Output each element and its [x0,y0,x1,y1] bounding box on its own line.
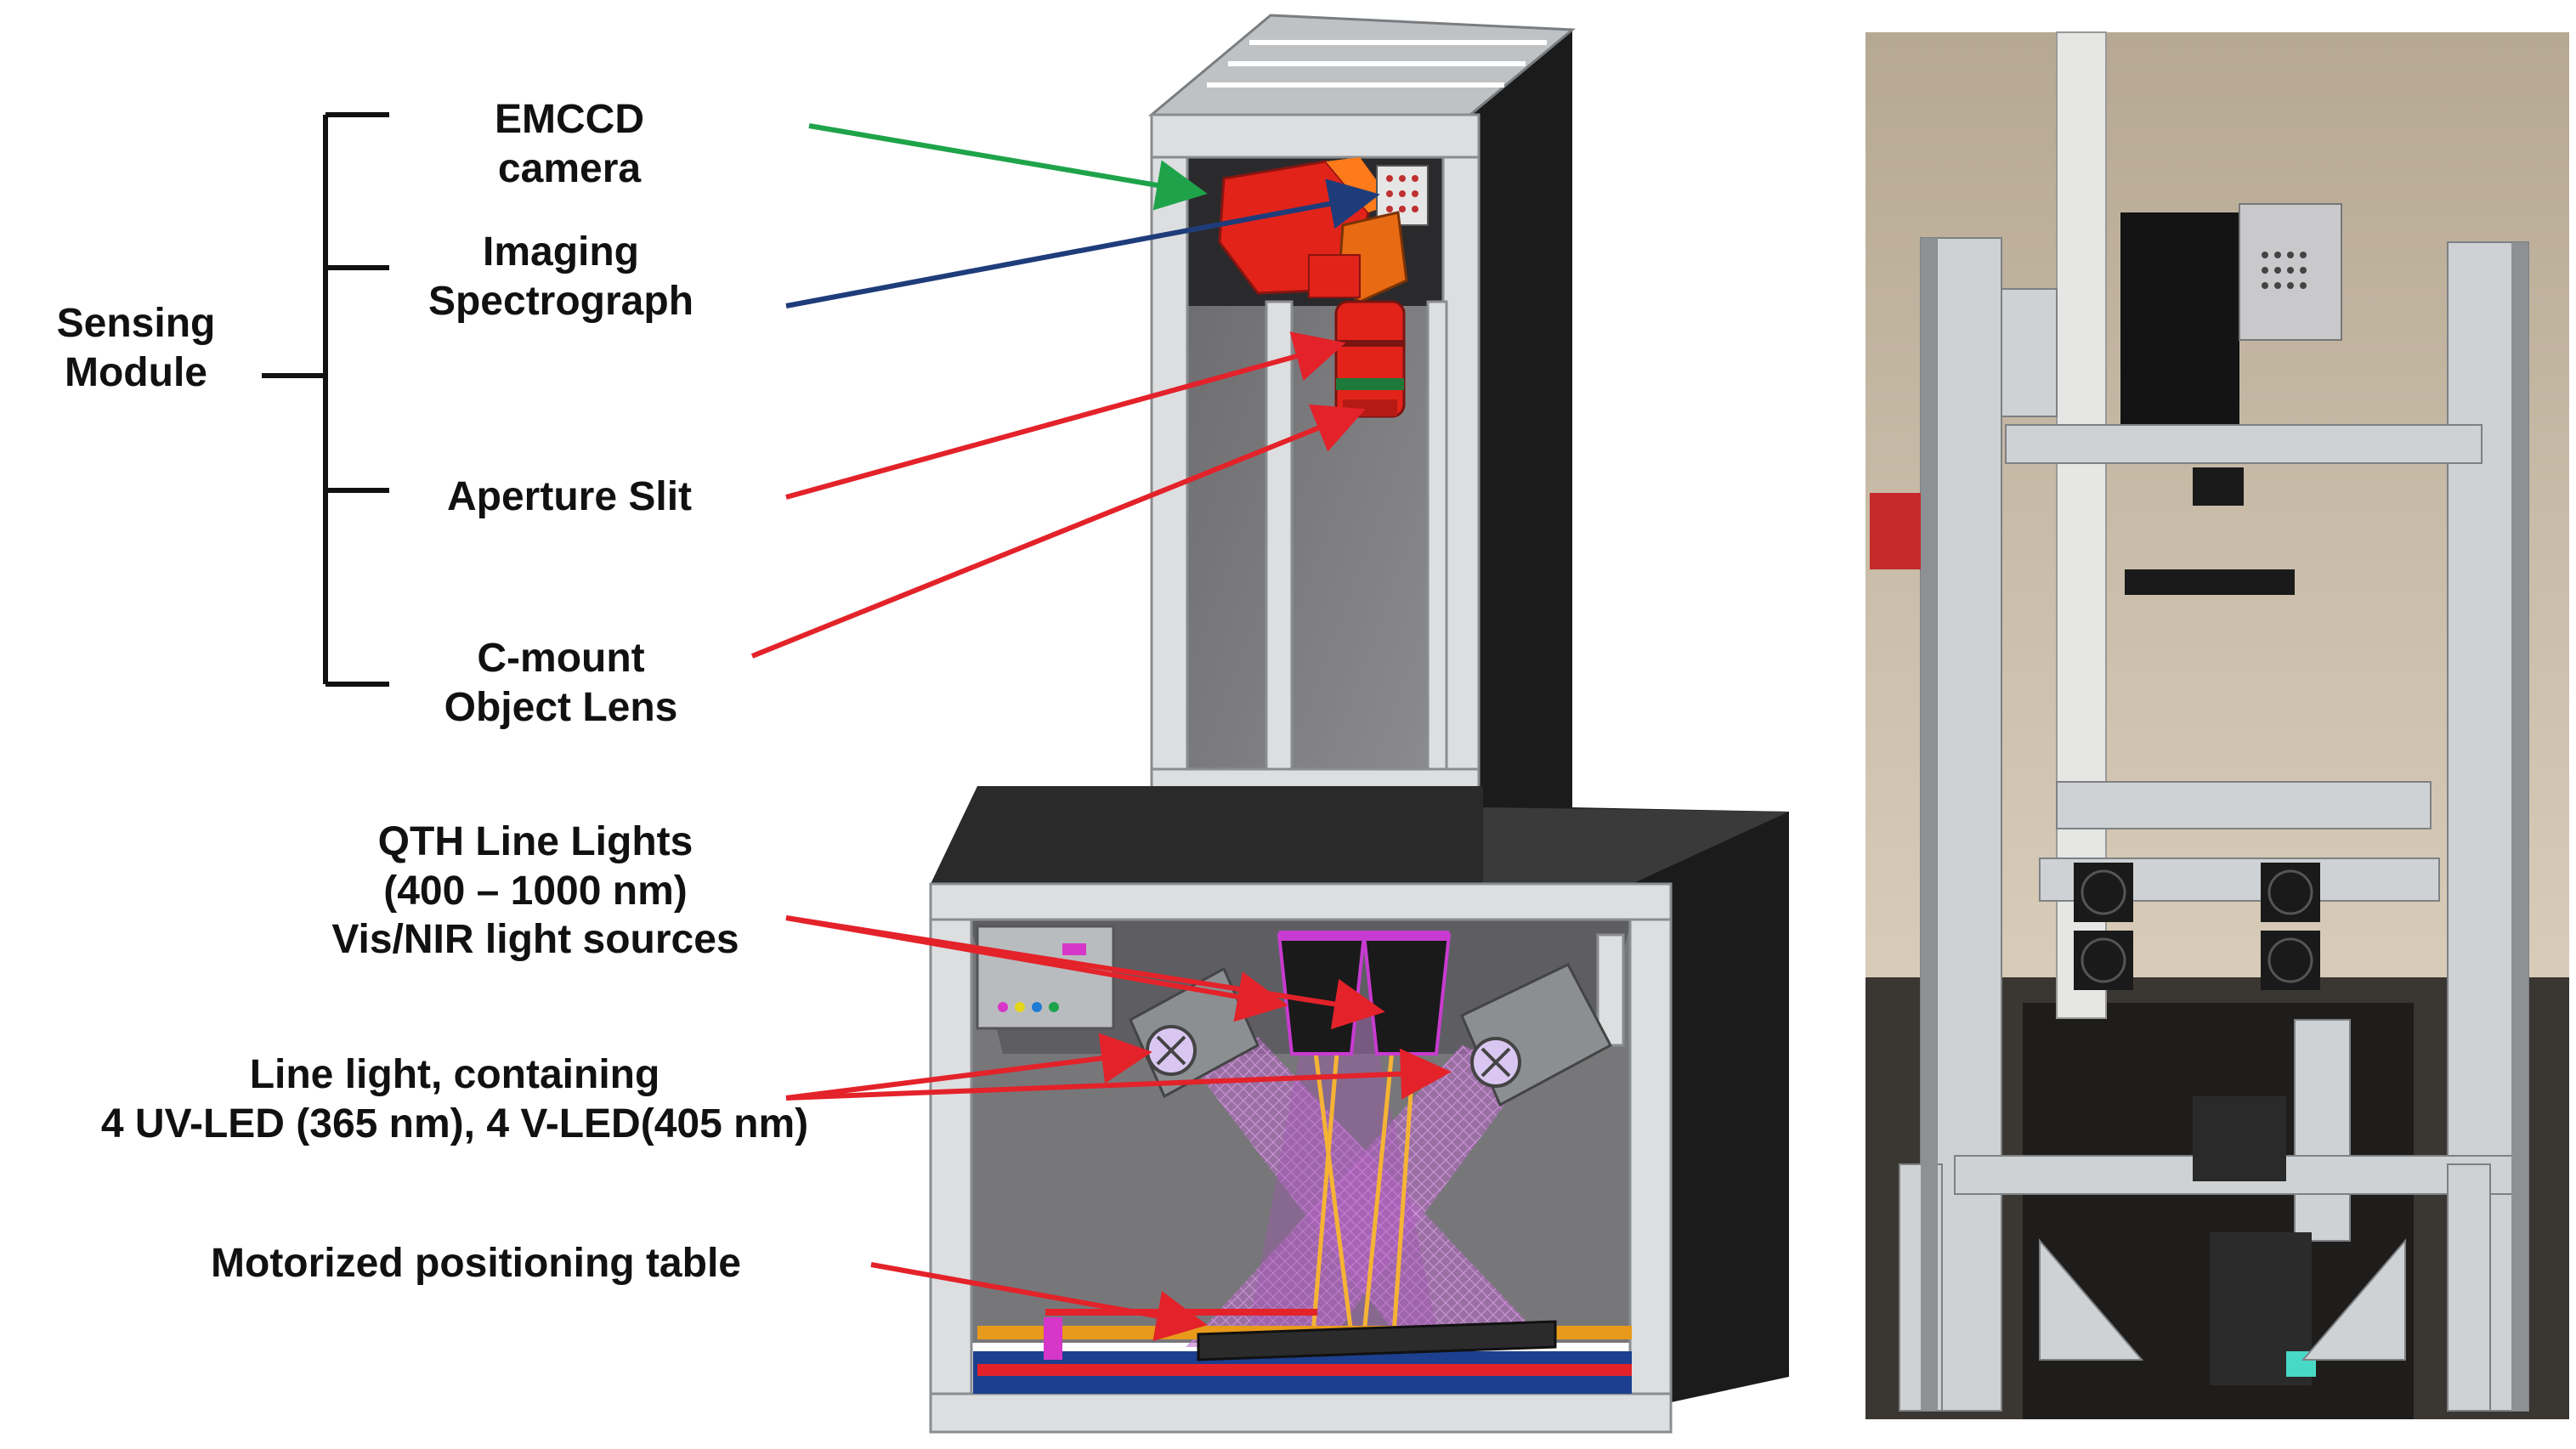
label-line: Module [65,349,207,395]
qth-lamp-icon [1277,931,1452,1056]
label-line: Sensing [56,301,216,346]
arrow-cmount-lens [750,404,1366,659]
label-line: 4 UV-LED (365 nm), 4 V-LED(405 nm) [100,1101,809,1146]
box-top-left [931,786,1483,884]
label-qth-line-lights: QTH Line Lights (400 – 1000 nm) Vis/NIR … [255,818,816,965]
label-positioning-table: Motorized positioning table [136,1239,816,1288]
control-box-icon [976,925,1115,1030]
label-line: Object Lens [444,684,678,730]
arrow-emccd-camera [808,123,1208,211]
label-sensing-module: Sensing Module [34,299,238,397]
label-line: Line light, containing [249,1052,660,1097]
spectrograph-icon [1308,211,1408,303]
label-line: Imaging [482,229,639,275]
label-line: Motorized positioning table [211,1241,741,1286]
apparatus-photograph [1865,31,2569,1419]
label-line: camera [497,145,642,191]
arrow-line-light-left [785,1033,1152,1101]
label-cmount-lens: C-mount Object Lens [399,634,722,732]
sensing-module-bracket [262,112,389,687]
arrow-aperture-slit [785,331,1346,500]
annotation-arrows [750,123,1452,1342]
arrow-qth-right [785,915,1385,1030]
label-line: (400 – 1000 nm) [383,868,688,914]
label-line-light: Line light, containing 4 UV-LED (365 nm)… [8,1050,901,1148]
label-line: QTH Line Lights [377,819,694,864]
arrow-imaging-spectrograph [785,178,1380,308]
label-line: Aperture Slit [446,474,693,519]
label-line: Vis/NIR light sources [331,917,739,963]
arrow-line-light-right [785,1048,1452,1101]
label-emccd-camera: EMCCD camera [442,95,697,193]
uv-light-beam-right [1186,1045,1530,1347]
arrow-positioning-table [870,1262,1208,1342]
positioning-table [973,1309,1632,1394]
lens-icon [1334,300,1406,418]
cad-apparatus-diagram [929,14,1789,1434]
label-line: EMCCD [495,97,644,142]
box-front-frame [929,882,1673,1434]
box-side-panel [1572,807,1789,1411]
label-line: Spectrograph [427,278,694,324]
label-line: C-mount [477,636,645,681]
label-imaging-spectrograph: Imaging Spectrograph [382,228,739,325]
label-aperture-slit: Aperture Slit [391,473,748,522]
